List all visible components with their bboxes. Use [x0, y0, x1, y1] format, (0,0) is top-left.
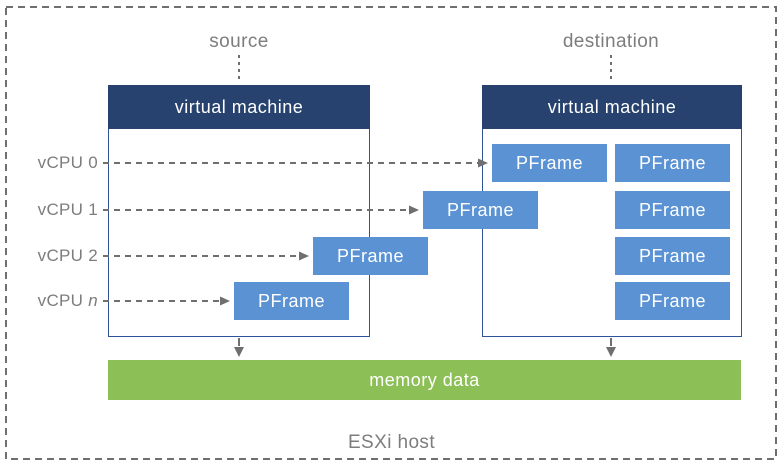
destination-vm-title: virtual machine — [482, 85, 742, 129]
vcpu-label-0-prefix: vCPU — [37, 153, 84, 172]
vcpu-label-1-prefix: vCPU — [37, 200, 84, 219]
memory-data-bar: memory data — [108, 360, 741, 400]
pframe-vcpu1-transfer: PFrame — [423, 191, 538, 229]
pframe-destination-row1-col1: PFrame — [492, 144, 607, 182]
vcpu-label-n-index: n — [88, 291, 98, 310]
pframe-source-vcpu-n: PFrame — [234, 282, 349, 320]
pframe-vcpu2-transfer: PFrame — [313, 237, 428, 275]
vcpu-label-1-index: 1 — [88, 200, 98, 219]
destination-vm-to-memory-arrow — [606, 338, 616, 357]
vcpu-label-2-prefix: vCPU — [37, 246, 84, 265]
vcpu-1-arrowhead — [409, 205, 419, 215]
source-label: source — [209, 31, 269, 52]
vcpu-label-2-index: 2 — [88, 246, 98, 265]
source-vm-title: virtual machine — [108, 85, 370, 129]
destination-label: destination — [562, 31, 660, 52]
pframe-destination-row1-col2: PFrame — [615, 144, 730, 182]
esxi-host-label: ESXi host — [347, 432, 436, 453]
pframe-destination-row4-col2: PFrame — [615, 282, 730, 320]
pframe-destination-row3-col2: PFrame — [615, 237, 730, 275]
pframe-destination-row2-col2: PFrame — [615, 191, 730, 229]
vcpu-label-0-index: 0 — [88, 153, 98, 172]
vcpu-label-n-prefix: vCPU — [37, 291, 84, 310]
source-vm-to-memory-arrow — [234, 338, 244, 357]
source-vm-to-memory-arrowhead — [234, 347, 244, 357]
destination-vm-to-memory-arrowhead — [606, 347, 616, 357]
